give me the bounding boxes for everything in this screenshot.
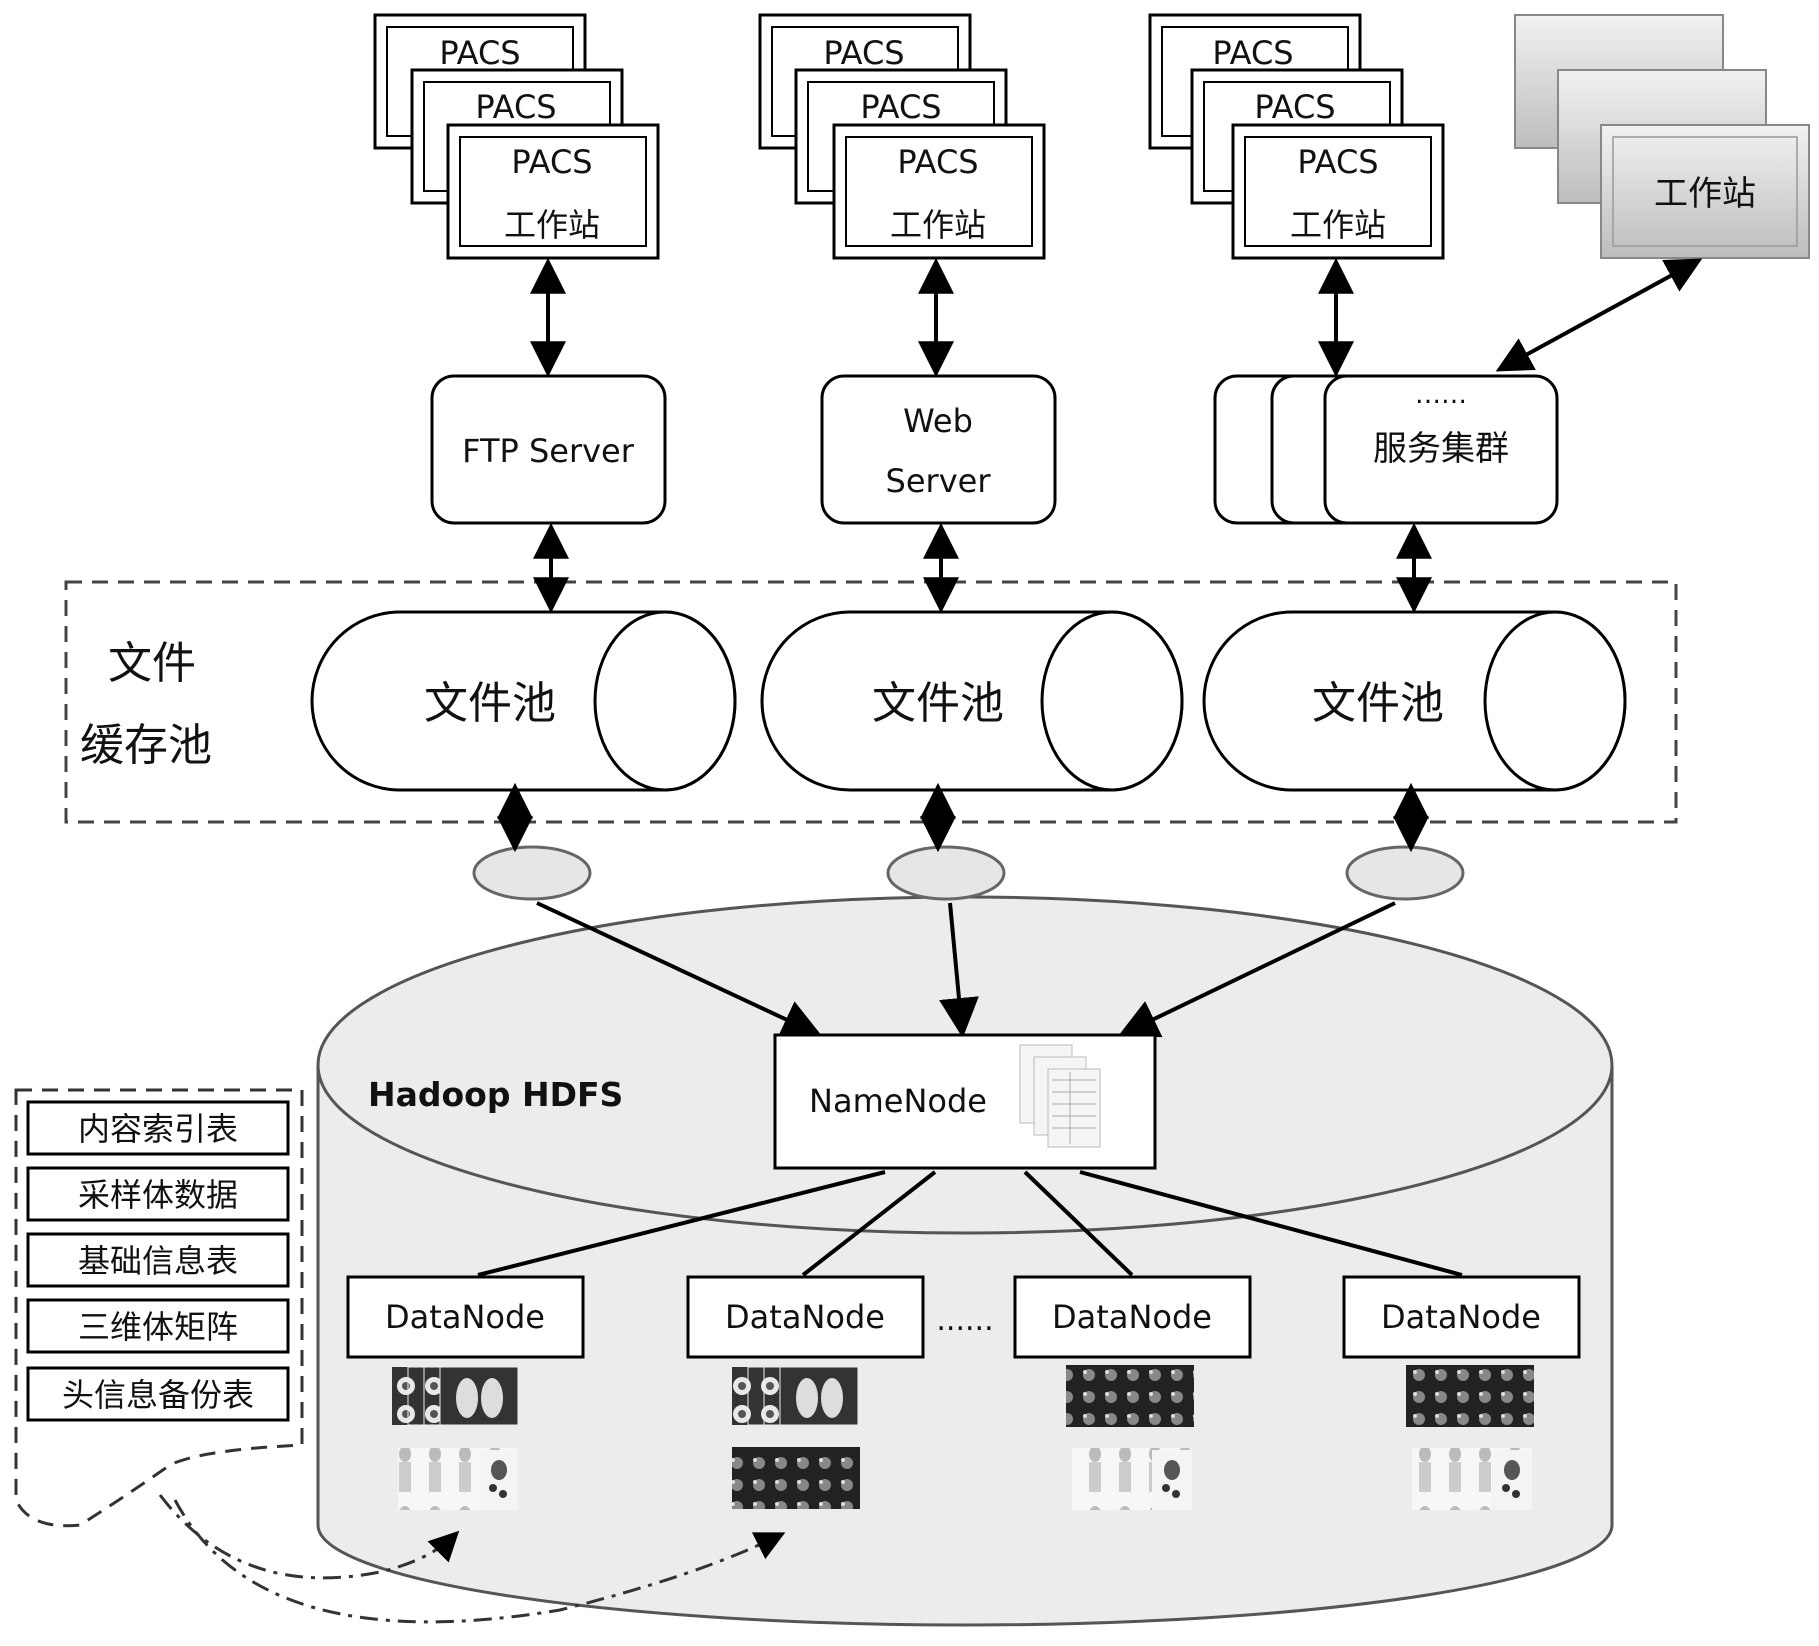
pacs-1-back1: PACS (439, 34, 520, 72)
dn4-mr-images (1406, 1365, 1534, 1427)
dn3-mr-images (1066, 1365, 1194, 1427)
dn1-ct-images (392, 1366, 519, 1426)
file-pool-1-label: 文件池 (424, 678, 556, 729)
cache-label-line2: 缓存池 (80, 720, 212, 771)
pacs-3-back2: PACS (1254, 88, 1335, 126)
ftp-server: FTP Server (430, 374, 667, 525)
arrow-ellipse1-namenode (536, 901, 823, 1038)
dn3-pet-images (1072, 1448, 1192, 1510)
link-namenode-datanode-1 (477, 1170, 886, 1277)
file-cache-container (64, 580, 1678, 824)
file-pool-1: 文件池 (310, 610, 737, 792)
table-label-2: 采样体数据 (78, 1176, 238, 1214)
pacs-2-front-top: PACS (897, 143, 978, 181)
table-label-4: 三维体矩阵 (78, 1308, 238, 1346)
dashdot-arrow-to-dn1 (158, 1494, 460, 1580)
pacs-3-front-bottom: 工作站 (1290, 206, 1386, 244)
table-box-4: 三维体矩阵 (26, 1298, 290, 1354)
ftp-server-label: FTP Server (462, 432, 635, 470)
table-label-5: 头信息备份表 (62, 1376, 254, 1414)
datanode-ellipsis: ...... (936, 1303, 993, 1338)
metadata-table-icon (1019, 1044, 1101, 1148)
file-pool-3: 文件池 (1202, 610, 1627, 792)
hdfs-title: Hadoop HDFS (368, 1075, 623, 1114)
connector-ellipse-2 (886, 845, 1006, 901)
datanode-1: DataNode (346, 1275, 585, 1359)
datanode-3: DataNode (1013, 1275, 1252, 1359)
namenode: NameNode (773, 1033, 1157, 1170)
pacs-1-front-bottom: 工作站 (504, 206, 600, 244)
pacs-stack-2: PACS PACS PACS 工作站 (758, 13, 1046, 260)
table-box-3: 基础信息表 (26, 1232, 290, 1288)
gray-workstation-label: 工作站 (1654, 174, 1756, 214)
dashdot-arrow-to-dn2 (173, 1499, 786, 1624)
datanode-4: DataNode (1342, 1275, 1581, 1359)
datanode-1-label: DataNode (385, 1298, 545, 1336)
table-label-1: 内容索引表 (78, 1110, 238, 1148)
connector-ellipse-3 (1345, 845, 1465, 901)
hdfs-cylinder (316, 895, 1614, 1627)
connector-ellipse-1 (472, 845, 592, 901)
link-namenode-datanode-4 (1079, 1170, 1463, 1277)
table-label-3: 基础信息表 (78, 1242, 238, 1280)
service-cluster-label: 服务集群 (1373, 429, 1509, 469)
datanode-4-label: DataNode (1381, 1298, 1541, 1336)
gray-workstation-stack: 工作站 (1514, 14, 1810, 259)
datanode-2-label: DataNode (725, 1298, 885, 1336)
dn4-pet-images (1412, 1448, 1532, 1510)
datanode-2: DataNode (686, 1275, 925, 1359)
tables-panel (14, 1088, 304, 1528)
web-server-line2: Server (886, 462, 992, 500)
pacs-3-front-top: PACS (1297, 143, 1378, 181)
link-namenode-datanode-2 (801, 1170, 937, 1277)
dn2-ct-images (732, 1366, 859, 1426)
table-box-5: 头信息备份表 (26, 1366, 290, 1422)
web-server: Web Server (820, 374, 1057, 525)
file-pool-2-label: 文件池 (872, 678, 1004, 729)
pacs-stack-1: PACS PACS PACS 工作站 (373, 13, 660, 260)
pacs-2-front-bottom: 工作站 (890, 206, 986, 244)
file-pool-2: 文件池 (760, 610, 1184, 792)
service-cluster-dots: …… (1415, 380, 1467, 410)
pacs-1-front-top: PACS (511, 143, 592, 181)
dn1-pet-images (398, 1448, 518, 1510)
service-cluster: …… 服务集群 (1213, 374, 1559, 525)
table-box-2: 采样体数据 (26, 1166, 290, 1222)
dn2-mr-images (732, 1447, 860, 1509)
cache-label-line1: 文件 (108, 638, 196, 689)
pacs-1-back2: PACS (475, 88, 556, 126)
link-namenode-datanode-3 (1023, 1170, 1134, 1277)
table-box-1: 内容索引表 (26, 1100, 290, 1156)
web-server-line1: Web (903, 402, 973, 440)
namenode-label: NameNode (809, 1082, 987, 1120)
arrow-ellipse2-namenode (939, 902, 979, 1038)
pacs-2-back2: PACS (860, 88, 941, 126)
arrow-gray-cluster (1495, 258, 1703, 372)
arrow-ellipse3-namenode (1117, 901, 1396, 1038)
pacs-3-back1: PACS (1212, 34, 1293, 72)
datanode-3-label: DataNode (1052, 1298, 1212, 1336)
pacs-stack-3: PACS PACS PACS 工作站 (1148, 13, 1445, 260)
file-pool-3-label: 文件池 (1312, 678, 1444, 729)
pacs-2-back1: PACS (823, 34, 904, 72)
